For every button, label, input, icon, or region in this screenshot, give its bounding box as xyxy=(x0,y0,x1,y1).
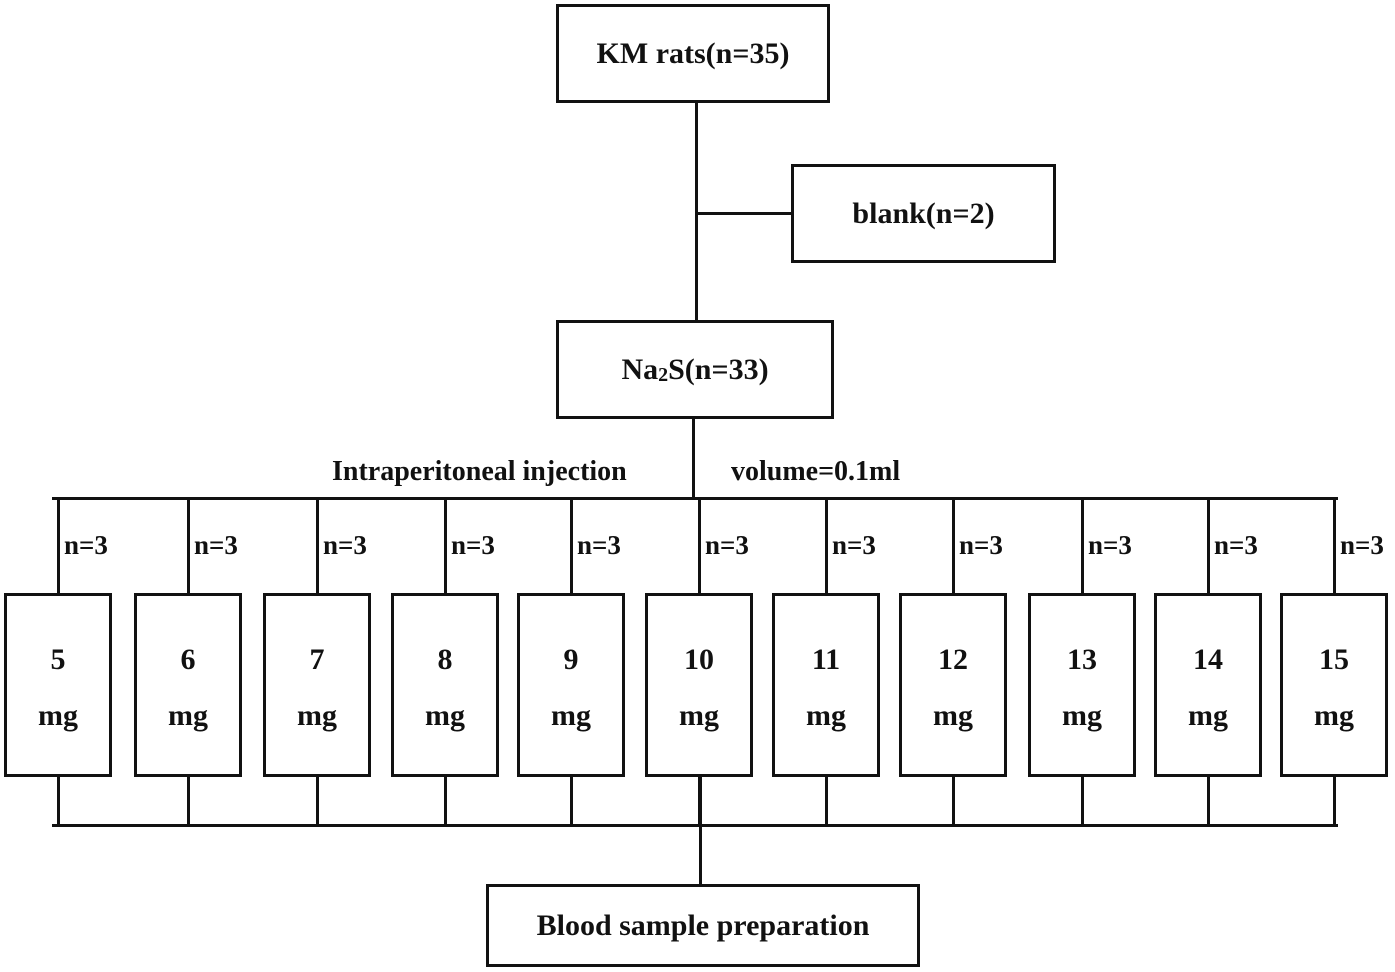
group-n-label: n=3 xyxy=(64,530,108,560)
connector-drop-14 xyxy=(1207,498,1210,593)
dose-unit: mg xyxy=(1314,699,1354,732)
group-n-label: n=3 xyxy=(1088,530,1132,560)
connector-drop-12 xyxy=(952,498,955,593)
connector-top-bus xyxy=(52,497,1338,500)
connector-drop-5 xyxy=(57,498,60,593)
dose-value: 15 xyxy=(1319,643,1349,676)
connector-to-final xyxy=(699,776,702,886)
connector-root-to-treated xyxy=(695,102,698,322)
dose-value: 14 xyxy=(1193,643,1223,676)
connector-rise-6 xyxy=(187,775,190,825)
connector-rise-11 xyxy=(825,775,828,825)
blank-node: blank(n=2) xyxy=(791,164,1056,263)
connector-drop-13 xyxy=(1081,498,1084,593)
dose-unit: mg xyxy=(297,699,337,732)
dose-group-11: 11 mg xyxy=(772,593,880,777)
dose-group-7: 7 mg xyxy=(263,593,371,777)
dose-unit: mg xyxy=(38,699,78,732)
final-node: Blood sample preparation xyxy=(486,884,920,967)
dose-value: 8 xyxy=(437,643,453,676)
route-label: Intraperitoneal injection xyxy=(332,456,627,487)
blank-node-label: blank(n=2) xyxy=(852,196,995,230)
dose-value: 9 xyxy=(563,643,579,676)
connector-rise-10 xyxy=(698,775,701,825)
dose-unit: mg xyxy=(679,699,719,732)
group-n-label: n=3 xyxy=(705,530,749,560)
treated-node-prefix: Na xyxy=(621,352,659,386)
treated-node-subscript: 2 xyxy=(658,363,669,386)
root-node: KM rats(n=35) xyxy=(556,4,830,103)
connector-drop-9 xyxy=(570,498,573,593)
dose-value: 7 xyxy=(309,643,325,676)
treated-node-label: Na2S(n=33) xyxy=(621,353,768,387)
dose-group-9: 9 mg xyxy=(517,593,625,777)
dose-group-15: 15 mg xyxy=(1280,593,1388,777)
group-n-label: n=3 xyxy=(1214,530,1258,560)
connector-drop-6 xyxy=(187,498,190,593)
final-node-label: Blood sample preparation xyxy=(536,908,870,942)
connector-to-blank xyxy=(697,212,793,215)
root-node-label: KM rats(n=35) xyxy=(596,36,790,70)
volume-label: volume=0.1ml xyxy=(731,456,901,487)
dose-group-8: 8 mg xyxy=(391,593,499,777)
dose-group-14: 14 mg xyxy=(1154,593,1262,777)
group-n-label: n=3 xyxy=(577,530,621,560)
connector-rise-14 xyxy=(1207,775,1210,825)
dose-unit: mg xyxy=(168,699,208,732)
connector-bottom-bus xyxy=(52,824,1338,827)
group-n-label: n=3 xyxy=(832,530,876,560)
connector-drop-15 xyxy=(1333,498,1336,593)
dose-unit: mg xyxy=(425,699,465,732)
dose-value: 5 xyxy=(50,643,66,676)
dose-group-12: 12 mg xyxy=(899,593,1007,777)
connector-rise-9 xyxy=(570,775,573,825)
connector-rise-8 xyxy=(444,775,447,825)
dose-unit: mg xyxy=(933,699,973,732)
dose-unit: mg xyxy=(551,699,591,732)
connector-drop-11 xyxy=(825,498,828,593)
connector-drop-10 xyxy=(698,498,701,593)
dose-group-5: 5 mg xyxy=(4,593,112,777)
connector-rise-12 xyxy=(952,775,955,825)
dose-unit: mg xyxy=(1188,699,1228,732)
dose-group-13: 13 mg xyxy=(1028,593,1136,777)
group-n-label: n=3 xyxy=(451,530,495,560)
dose-unit: mg xyxy=(1062,699,1102,732)
connector-rise-13 xyxy=(1081,775,1084,825)
connector-drop-7 xyxy=(316,498,319,593)
treated-node: Na2S(n=33) xyxy=(556,320,834,419)
dose-group-10: 10 mg xyxy=(645,593,753,777)
dose-value: 12 xyxy=(938,643,968,676)
treated-node-suffix: S(n=33) xyxy=(668,352,769,386)
dose-value: 10 xyxy=(684,643,714,676)
dose-value: 11 xyxy=(811,643,841,676)
dose-value: 6 xyxy=(180,643,196,676)
group-n-label: n=3 xyxy=(323,530,367,560)
group-n-label: n=3 xyxy=(1340,530,1384,560)
connector-treated-down xyxy=(692,417,695,499)
connector-rise-7 xyxy=(316,775,319,825)
connector-drop-8 xyxy=(444,498,447,593)
dose-value: 13 xyxy=(1067,643,1097,676)
connector-rise-15 xyxy=(1333,775,1336,825)
dose-group-6: 6 mg xyxy=(134,593,242,777)
group-n-label: n=3 xyxy=(959,530,1003,560)
connector-rise-5 xyxy=(57,775,60,825)
dose-unit: mg xyxy=(806,699,846,732)
group-n-label: n=3 xyxy=(194,530,238,560)
